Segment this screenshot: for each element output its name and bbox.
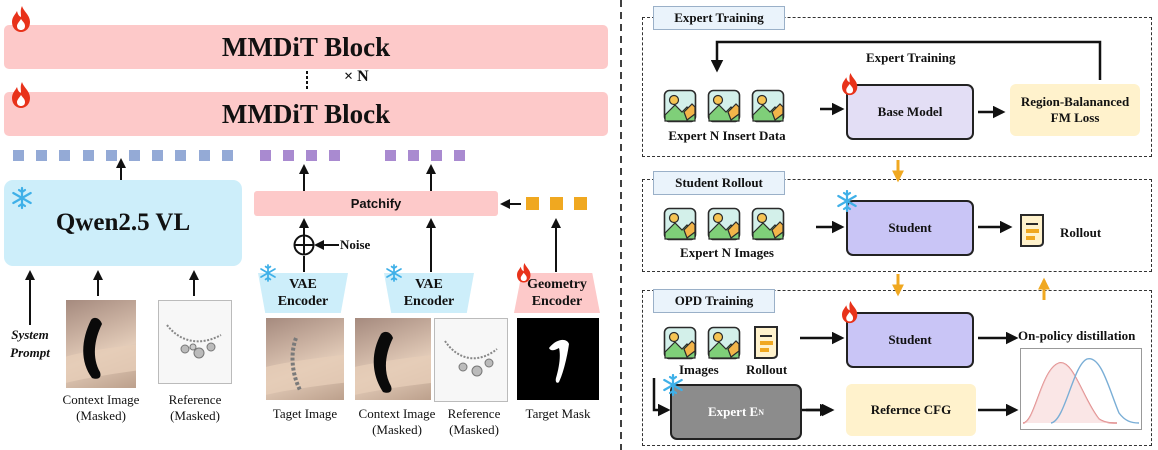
token-square — [526, 197, 539, 210]
expert-training-loop-label: Expert Training — [866, 50, 956, 65]
token-square — [550, 197, 563, 210]
token-square — [574, 197, 587, 210]
context-image-caption: Context Image (Masked) — [62, 392, 140, 423]
mmdit-block-top: MMDiT Block — [4, 25, 608, 69]
image-icon — [663, 89, 697, 123]
snowflake-icon — [12, 186, 32, 210]
reference-image-thumbnail — [158, 300, 232, 384]
panel-divider — [620, 0, 622, 450]
flame-icon — [517, 263, 531, 283]
image-icon — [707, 89, 741, 123]
expert-insert-data-label: Expert N Insert Data — [668, 128, 786, 143]
token-square — [385, 150, 396, 161]
wrist-photo — [66, 317, 136, 383]
token-square — [283, 150, 294, 161]
reference-caption: Reference (Masked) — [168, 392, 222, 423]
mask-shape — [549, 339, 569, 383]
repeat-label: × N — [344, 68, 369, 85]
token-square — [36, 150, 48, 161]
student-rollout-title: Student Rollout — [653, 171, 785, 195]
token-square — [431, 150, 442, 161]
context-image-2-thumbnail — [355, 318, 431, 400]
patchify-block: Patchify — [254, 191, 498, 216]
qwen-label: Qwen2.5 VL — [55, 209, 191, 236]
rollout-doc-icon — [754, 326, 778, 359]
token-square — [105, 150, 117, 161]
snowflake-icon — [260, 264, 276, 282]
token-square — [152, 150, 164, 161]
token-square — [13, 150, 24, 161]
image-icon — [707, 326, 741, 360]
token-square — [82, 150, 94, 161]
image-icon — [663, 207, 697, 241]
image-icon — [751, 207, 785, 241]
image-icon — [707, 207, 741, 241]
wrist-bracelet-photo — [266, 337, 344, 395]
expert-images-label: Expert N Images — [680, 245, 774, 260]
base-model-box: Base Model — [846, 84, 974, 140]
flame-icon — [12, 6, 30, 32]
snowflake-icon — [386, 264, 402, 282]
target-image-caption: Taget Image — [272, 406, 338, 421]
bracelet-drawing — [166, 324, 222, 359]
token-square — [221, 150, 233, 161]
distribution-curves — [1022, 358, 1140, 424]
system-prompt-label: System Prompt — [10, 327, 50, 360]
token-square — [408, 150, 419, 161]
token-square — [329, 150, 340, 161]
flame-icon — [12, 82, 30, 108]
expert-en-label: Expert E — [708, 404, 759, 419]
rollout-label-2: Rollout — [746, 362, 788, 377]
image-icon — [751, 89, 785, 123]
rollout-doc-icon — [1020, 214, 1044, 247]
token-square — [129, 150, 140, 161]
mmdit-block-bottom: MMDiT Block — [4, 92, 608, 136]
flame-icon — [842, 301, 858, 324]
qwen-encoder: Qwen2.5 VL — [4, 180, 242, 266]
snowflake-icon — [663, 374, 683, 396]
image-icon — [663, 326, 697, 360]
target-image-thumbnail — [266, 318, 344, 400]
token-square — [59, 150, 71, 161]
flame-icon — [842, 73, 858, 96]
token-square — [306, 150, 317, 161]
target-mask-caption: Target Mask — [525, 406, 591, 421]
onpolicy-label: On-policy distillation — [1018, 328, 1136, 343]
reference-cfg-box: Refernce CFG — [846, 384, 976, 436]
target-mask-thumbnail — [517, 318, 599, 400]
dotted-connector — [306, 71, 308, 91]
reference-2-caption: Reference (Masked) — [447, 406, 501, 437]
images-label: Images — [679, 362, 719, 377]
reference-image-2-thumbnail — [434, 318, 508, 402]
distribution-plot — [1020, 348, 1142, 430]
snowflake-icon — [837, 190, 857, 212]
token-square — [175, 150, 187, 161]
token-square — [198, 150, 210, 161]
expert-en-subscript: N — [758, 407, 764, 417]
noise-label: Noise — [340, 237, 371, 252]
context-image-2-caption: Context Image (Masked) — [358, 406, 436, 437]
token-square — [454, 150, 465, 161]
opd-training-title: OPD Training — [653, 289, 775, 313]
student-box-1: Student — [846, 200, 974, 256]
bracelet-drawing — [444, 340, 498, 377]
token-square — [260, 150, 271, 161]
rollout-label-1: Rollout — [1060, 225, 1102, 240]
wrist-masked-photo — [355, 331, 431, 395]
student-box-2: Student — [846, 312, 974, 368]
context-image-thumbnail — [66, 300, 136, 388]
expert-training-title: Expert Training — [653, 6, 785, 30]
expert-training-section — [642, 17, 1152, 157]
